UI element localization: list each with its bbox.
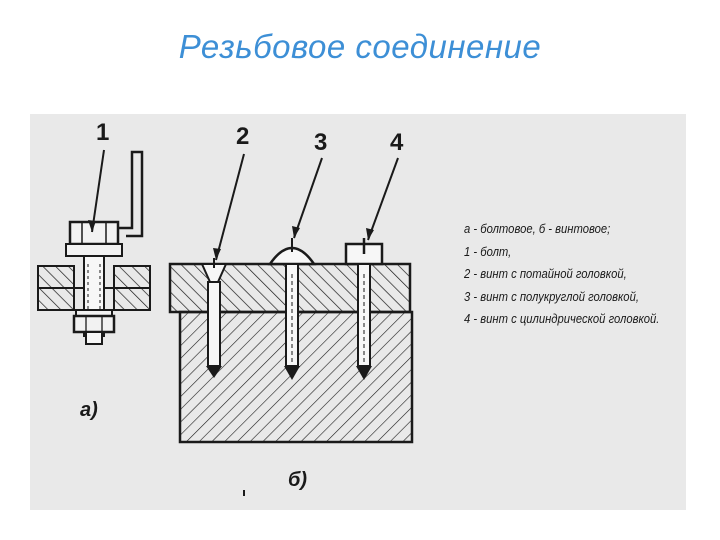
callout-1: 1 [96, 119, 109, 146]
legend-line: 3 - винт с полукруглой головкой, [464, 289, 639, 304]
scanned-figure: 1 2 3 4 а) б) [30, 114, 686, 510]
sublabel-b: б) [288, 469, 307, 491]
screw-joints-b [168, 153, 414, 444]
legend-line: 2 - винт с потайной головкой, [464, 267, 627, 281]
slide-title: Резьбовое соединение [178, 28, 542, 65]
bolted-joint-a [37, 149, 151, 345]
threaded-joint-drawing: 1 2 3 4 а) б) [37, 119, 414, 496]
legend: а - болтовое, б - винтовое; 1 - болт, 2 … [464, 218, 666, 331]
callout-2: 2 [236, 123, 249, 150]
callout-3: 3 [314, 129, 327, 156]
cylindrical-head-screw [344, 238, 384, 380]
legend-line: 4 - винт с цилиндрической головкой. [464, 312, 660, 326]
legend-line: 1 - болт, [464, 244, 512, 259]
callout-4: 4 [390, 129, 404, 156]
sublabel-a: а) [80, 399, 98, 421]
round-head-screw [267, 238, 317, 380]
legend-line: а - болтовое, б - винтовое; [464, 222, 611, 236]
countersunk-screw [200, 258, 228, 378]
